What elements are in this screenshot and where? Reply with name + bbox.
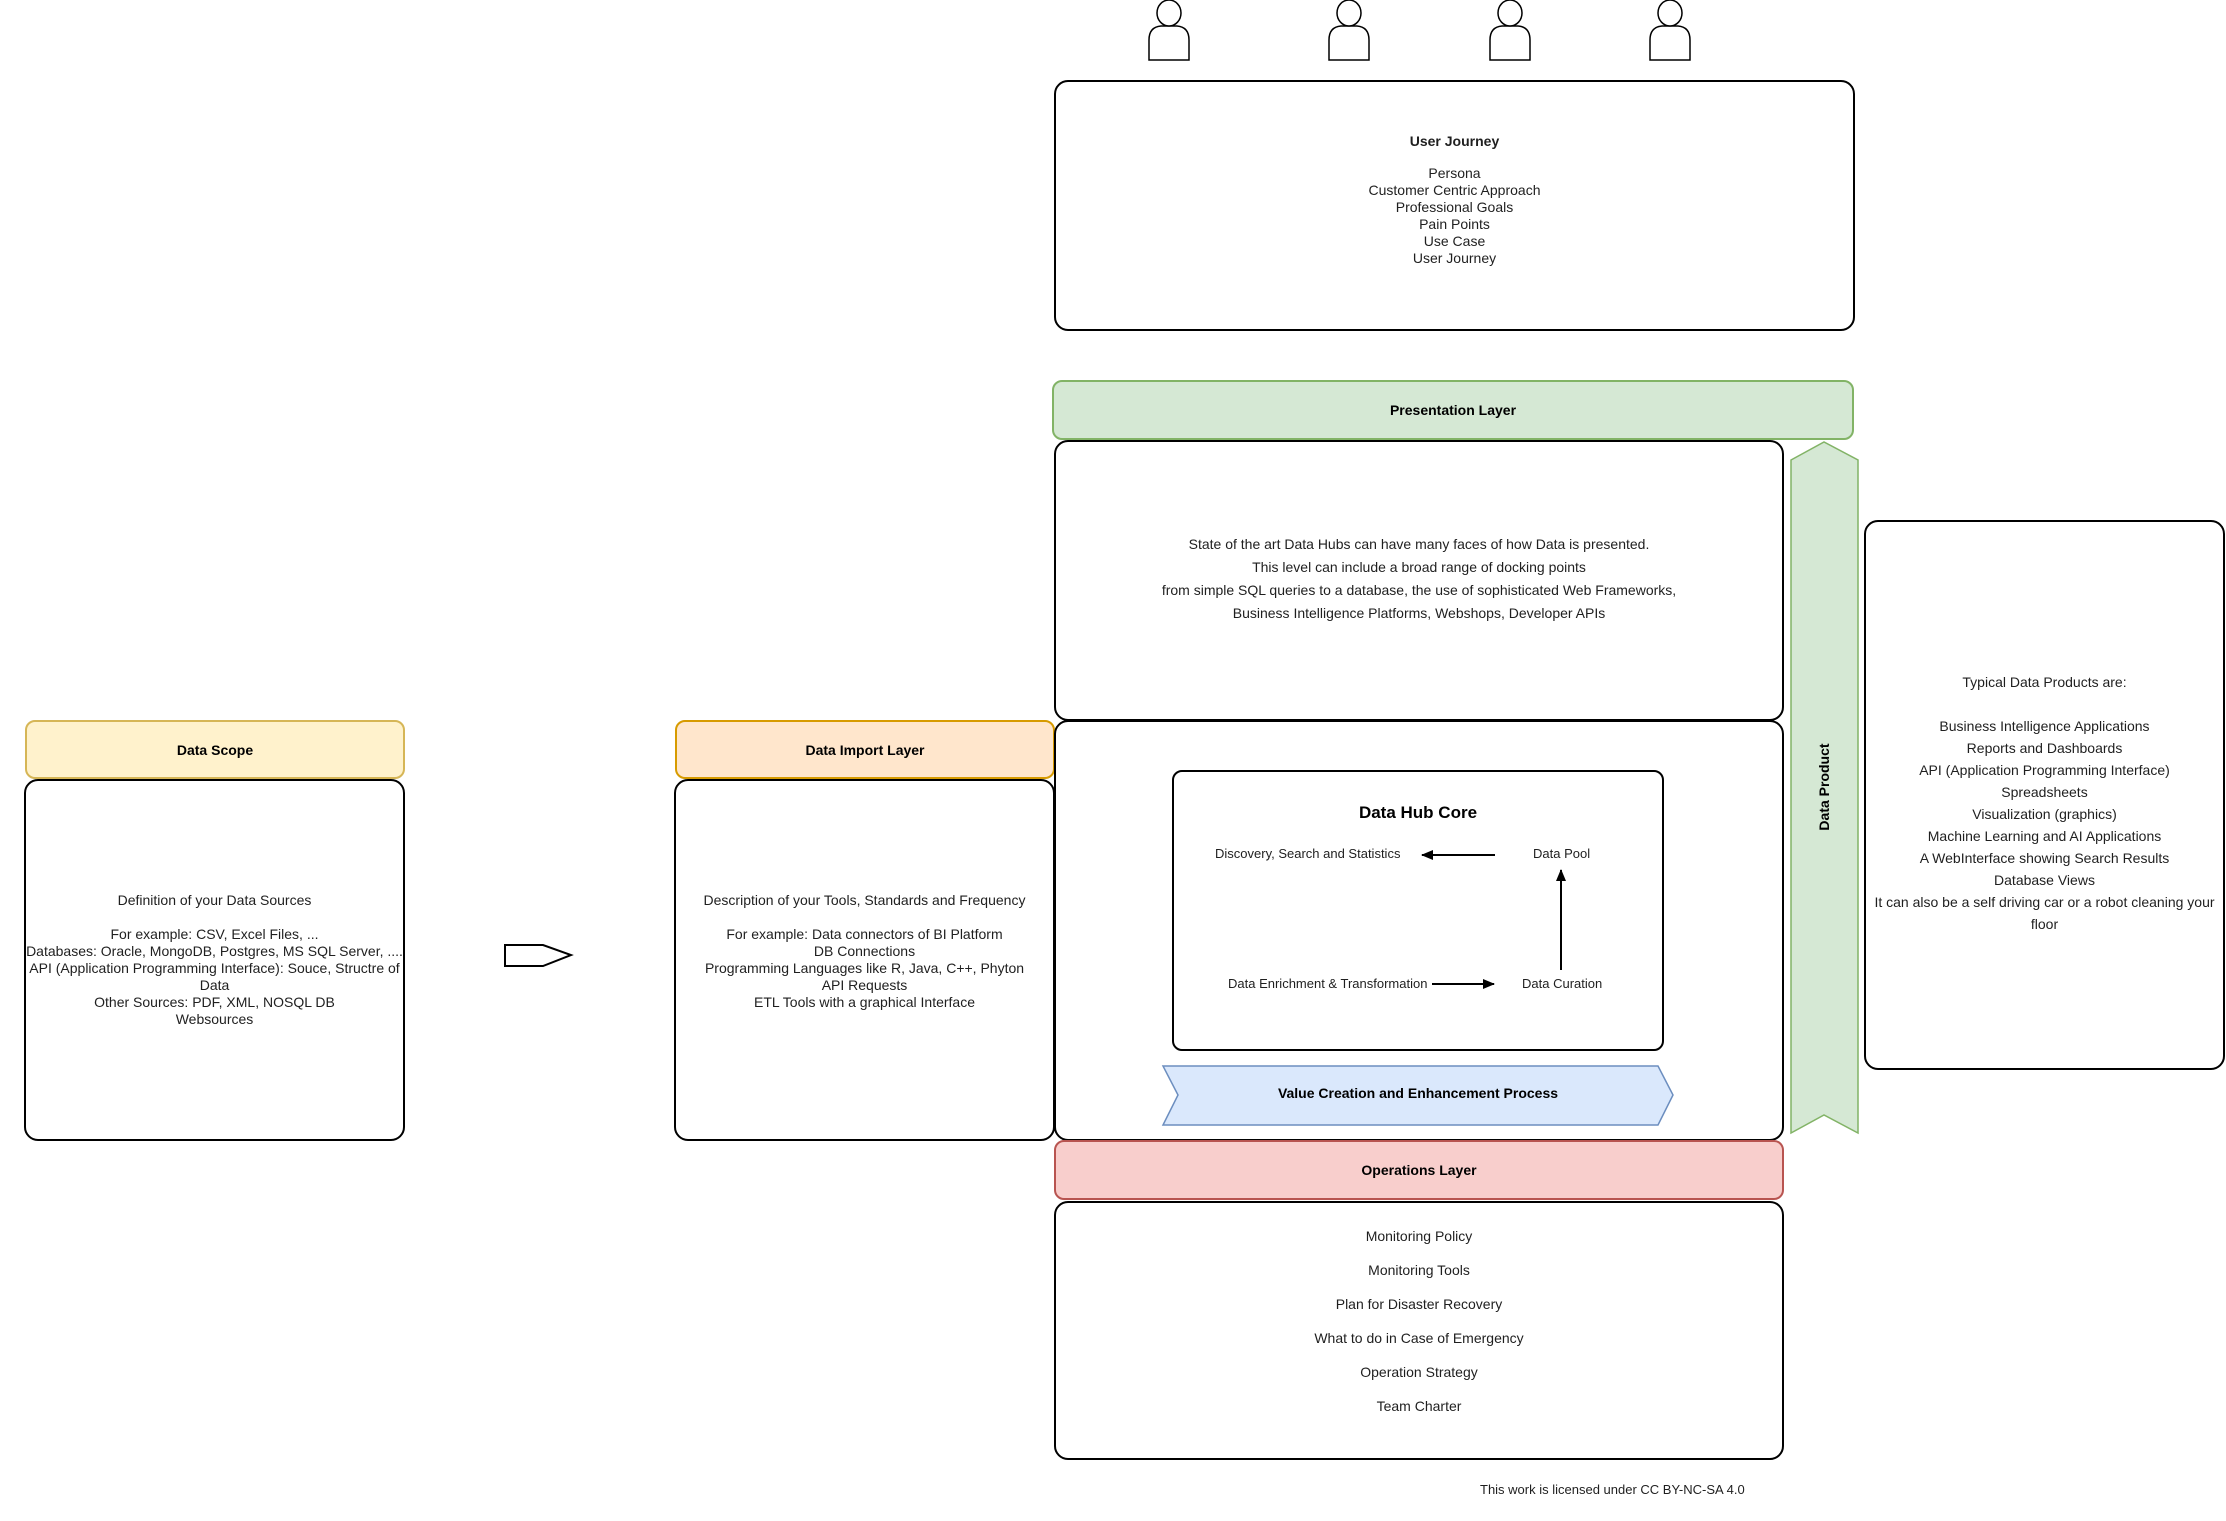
data-products-line: API (Application Programming Interface) xyxy=(1919,762,2170,778)
user-journey-content: User Journey Persona Customer Centric Ap… xyxy=(1054,80,1855,331)
person-icon xyxy=(1328,0,1370,61)
user-journey-item: User Journey xyxy=(1412,249,1497,266)
operations-line: Plan for Disaster Recovery xyxy=(1335,1296,1503,1312)
operations-layer-box xyxy=(1054,1201,1784,1460)
operations-line: Monitoring Policy xyxy=(1365,1228,1473,1244)
user-journey-item: Pain Points xyxy=(1419,215,1490,232)
data-import-line: ETL Tools with a graphical Interface xyxy=(753,993,975,1010)
operations-line: What to do in Case of Emergency xyxy=(1314,1330,1524,1346)
node-data-curation: Data Curation xyxy=(1522,976,1603,991)
user-journey-item: Persona xyxy=(1428,164,1481,181)
data-import-layer-header: Data Import Layer xyxy=(675,720,1055,779)
data-products-line: Reports and Dashboards xyxy=(1966,740,2123,756)
presentation-line: State of the art Data Hubs can have many… xyxy=(1188,535,1650,552)
user-journey-box xyxy=(1054,80,1855,331)
person-icon xyxy=(1489,0,1531,61)
data-products-line: It can also be a self driving car or a r… xyxy=(1874,894,2215,932)
operations-line: Monitoring Tools xyxy=(1368,1262,1470,1278)
data-import-line: DB Connections xyxy=(813,942,916,959)
data-scope-line: Definition of your Data Sources xyxy=(117,892,312,908)
data-scope-content: Definition of your Data Sources For exam… xyxy=(24,779,405,1141)
operations-line: Operation Strategy xyxy=(1360,1364,1478,1380)
data-hub-core-title: Data Hub Core xyxy=(1358,803,1478,822)
data-scope-header: Data Scope xyxy=(25,720,405,779)
presentation-layer-content: State of the art Data Hubs can have many… xyxy=(1054,440,1784,721)
data-scope-line: Other Sources: PDF, XML, NOSQL DB xyxy=(94,994,335,1010)
data-products-line: Spreadsheets xyxy=(2001,784,2088,800)
data-scope-line: For example: CSV, Excel Files, ... xyxy=(110,926,319,942)
operations-layer-content: Monitoring Policy Monitoring Tools Plan … xyxy=(1054,1201,1784,1460)
presentation-line: Business Intelligence Platforms, Webshop… xyxy=(1232,604,1606,621)
data-product-label: Data Product xyxy=(1816,743,1832,831)
person-icon xyxy=(1649,0,1691,61)
data-products-line: A WebInterface showing Search Results xyxy=(1919,850,2170,866)
data-products-line: Machine Learning and AI Applications xyxy=(1927,828,2162,844)
data-products-line: Database Views xyxy=(1994,872,2095,888)
presentation-layer-header: Presentation Layer xyxy=(1052,380,1854,440)
data-import-line: Programming Languages like R, Java, C++,… xyxy=(704,959,1025,976)
presentation-line: This level can include a broad range of … xyxy=(1252,558,1586,575)
data-scope-box xyxy=(24,779,405,1141)
user-journey-item: Use Case xyxy=(1423,232,1486,249)
data-import-line: API Requests xyxy=(821,976,908,993)
data-import-line: For example: Data connectors of BI Platf… xyxy=(726,925,1003,942)
value-creation-label: Value Creation and Enhancement Process xyxy=(1277,1085,1559,1101)
node-enrichment: Data Enrichment & Transformation xyxy=(1228,976,1428,991)
user-journey-item: Professional Goals xyxy=(1395,198,1514,215)
data-scope-line: Websources xyxy=(175,1011,254,1027)
user-journey-title: User Journey xyxy=(1409,132,1500,149)
data-products-box xyxy=(1864,520,2225,1070)
operations-line: Team Charter xyxy=(1376,1398,1462,1414)
data-products-line: Business Intelligence Applications xyxy=(1939,718,2150,734)
data-import-line: Description of your Tools, Standards and… xyxy=(703,891,1026,908)
data-hub-core-box xyxy=(1172,770,1664,1051)
data-scope-line: API (Application Programming Interface):… xyxy=(29,960,400,993)
person-icon xyxy=(1148,0,1190,61)
presentation-layer-box xyxy=(1054,440,1784,721)
operations-layer-header: Operations Layer xyxy=(1054,1140,1784,1200)
data-products-content: Typical Data Products are: Business Inte… xyxy=(1868,520,2221,1070)
presentation-line: from simple SQL queries to a database, t… xyxy=(1161,581,1677,598)
data-scope-line: Databases: Oracle, MongoDB, Postgres, MS… xyxy=(26,943,403,959)
flow-block-arrow xyxy=(504,944,574,967)
user-journey-item: Customer Centric Approach xyxy=(1368,181,1541,198)
data-products-line: Typical Data Products are: xyxy=(1962,674,2127,690)
data-import-layer-content: Description of your Tools, Standards and… xyxy=(674,779,1055,1141)
license-text: This work is licensed under CC BY-NC-SA … xyxy=(1480,1482,1745,1497)
node-discovery: Discovery, Search and Statistics xyxy=(1215,846,1401,861)
node-data-pool: Data Pool xyxy=(1533,846,1591,861)
data-products-line: Visualization (graphics) xyxy=(1972,806,2117,822)
